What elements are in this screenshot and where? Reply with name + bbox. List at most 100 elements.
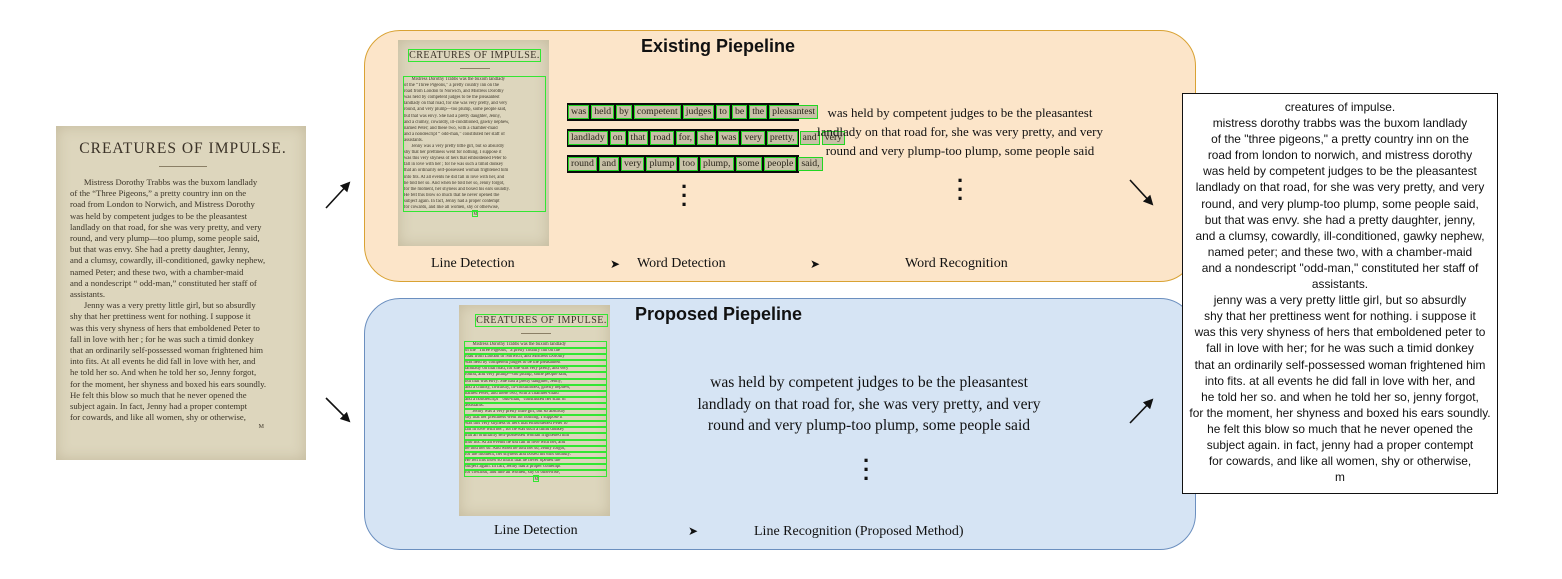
document-line: but that was envy. She had a pretty daug…: [404, 113, 501, 119]
detected-word: too: [679, 157, 698, 171]
document-line: He felt this blow so much that he never …: [464, 456, 607, 465]
recognized-line: was held by competent judges to be the p…: [710, 374, 1028, 391]
line-detection-thumbnail-proposed: CREATURES OF IMPULSE. Mistress Dorothy T…: [459, 305, 610, 516]
detected-line-boxes: Mistress Dorothy Trabbs was the buxom la…: [403, 75, 546, 213]
detected-word: was: [567, 105, 590, 119]
document-line: He felt this blow so much that he never …: [70, 389, 247, 400]
output-line: into fits. at all events he did fall in …: [1204, 373, 1476, 388]
document-line: road from London to Norwich, and Mistres…: [404, 89, 504, 95]
document-line: landlady on that road, for she was very …: [464, 365, 607, 374]
input-document-image: CREATURES OF IMPULSE. Mistress Dorothy T…: [56, 126, 306, 460]
vertical-ellipsis-icon: ...: [680, 168, 688, 211]
detected-word: on: [609, 131, 626, 145]
detected-word: very: [821, 131, 846, 145]
detected-word: and: [799, 131, 820, 145]
document-line: Jenny was a very pretty little girl, but…: [411, 144, 505, 150]
document-line: was held by competent judges to be the p…: [70, 210, 248, 221]
diagonal-arrow-icon: [1129, 179, 1154, 206]
existing-pipeline-title: Existing Piepeline: [641, 36, 796, 56]
document-line: subject again. In fact, Jenny had a prop…: [404, 198, 500, 204]
output-line: jenny was a very pretty little girl, but…: [1213, 293, 1467, 308]
output-line: but that was envy. she had a pretty daug…: [1204, 212, 1476, 227]
document-lines: Mistress Dorothy Trabbs was the buxom la…: [70, 177, 296, 423]
output-line: fall in love with her; for he was such a…: [1206, 341, 1474, 356]
document-line: Mistress Dorothy Trabbs was the buxom la…: [411, 77, 506, 82]
document-line: for cowards, and like all women, shy or …: [404, 204, 499, 210]
document-line: named Peter; and these two, with a chamb…: [70, 266, 244, 277]
document-line: assistants.: [70, 289, 105, 300]
document-line: and a clumsy, cowardly, ill-conditioned,…: [70, 255, 266, 266]
proposed-pipeline-title: Proposed Piepeline: [635, 304, 803, 324]
page-number: M: [472, 210, 478, 218]
output-line: named peter; and these two, with a chamb…: [1207, 244, 1473, 259]
document-line: and a clumsy, cowardly, ill-conditioned,…: [404, 119, 510, 125]
document-line: he told her so. And when he told her so,…: [464, 444, 607, 453]
page-number: M: [258, 424, 264, 431]
document-line: was this very shyness of hers that embol…: [464, 420, 607, 429]
document-line: into fits. At all events he did fall in …: [464, 438, 607, 447]
document-line: subject again. In fact, Jenny had a prop…: [464, 462, 607, 471]
document-line: for the moment, her shyness and boxed hi…: [404, 186, 510, 192]
page-number: M: [533, 475, 539, 483]
document-line: Mistress Dorothy Trabbs was the buxom la…: [464, 340, 607, 350]
document-line: was held by competent judges to be the p…: [404, 95, 500, 101]
document-line: was this very shyness of hers that embol…: [404, 156, 507, 162]
stage-label-word-recognition: Word Recognition: [905, 256, 1008, 271]
line-detection-thumbnail-existing: CREATURES OF IMPULSE. Mistress Dorothy T…: [398, 40, 549, 246]
document-line: assistants.: [404, 137, 423, 143]
output-line: for cowards, and like all women, shy or …: [1208, 454, 1472, 469]
output-line: landlady on that road, for she was very …: [1195, 180, 1485, 195]
detected-word: people: [764, 157, 797, 171]
document-line: for the moment, her shyness and boxed hi…: [70, 378, 267, 389]
document-line: round, and very plump—too plump, some pe…: [70, 233, 260, 244]
output-line: subject again. in fact, jenny had a prop…: [1206, 437, 1474, 452]
output-line: shy that her prettiness went for nothing…: [1204, 309, 1476, 324]
recognized-text-output: creatures of impulse.mistress dorothy tr…: [1182, 93, 1498, 494]
detected-word: round: [568, 157, 597, 171]
detected-word: competent: [633, 105, 681, 119]
document-line: was this very shyness of hers that embol…: [70, 322, 260, 333]
document-line: and a clumsy, cowardly, ill-conditioned,…: [464, 383, 607, 392]
document-line: for cowards, and like all women, shy or …: [70, 412, 246, 423]
document-line: and a nondescript “ odd-man,” constitute…: [70, 277, 257, 288]
output-line: and a nondescript "odd-man," constituted…: [1201, 260, 1479, 275]
document-title: CREATURES OF IMPULSE.: [79, 140, 287, 157]
document-line: fall in love with her ; for he was such …: [464, 426, 607, 435]
document-line: landlady on that road, for she was very …: [404, 101, 508, 107]
output-line: for the moment, her shyness and boxed hi…: [1189, 405, 1491, 420]
thumbnail-title: CREATURES OF IMPULSE.: [475, 314, 608, 327]
output-line: creatures of impulse.: [1284, 100, 1396, 114]
detected-word: said,: [798, 157, 823, 171]
document-line: into fits. At all events he did fall in …: [70, 356, 256, 367]
detected-word: judges: [682, 105, 715, 119]
stage-label-line-recognition: Line Recognition (Proposed Method): [754, 524, 964, 539]
detected-word: the: [749, 105, 768, 119]
recognized-line: landlady on that road for, she was very …: [697, 395, 1041, 413]
detected-word: to: [716, 105, 730, 119]
document-line: was held by competent judges to be the p…: [464, 359, 607, 368]
document-line: of the “Three Pigeons,” a pretty country…: [464, 347, 607, 356]
document-line: named Peter; and these two, with a chamb…: [404, 125, 498, 131]
recognized-line: round and very plump-too plump, some peo…: [707, 417, 1031, 434]
document-line: Mistress Dorothy Trabbs was the buxom la…: [83, 177, 258, 187]
document-line: for cowards, and like all women, shy or …: [464, 468, 607, 478]
document-line: He felt this blow so much that he never …: [404, 192, 500, 198]
recognized-line: landlady on that road for, she was very …: [817, 124, 1103, 139]
document-line: he told her so. And when he told her so,…: [70, 367, 257, 378]
diagonal-arrow-icon: [325, 181, 351, 209]
detected-word: plump: [646, 157, 678, 171]
document-line: that an ordinarily self-possessed woman …: [404, 168, 509, 174]
vertical-ellipsis-icon: ...: [862, 442, 870, 485]
output-line: assistants.: [1311, 277, 1369, 292]
output-line: and a clumsy, cowardly, ill-conditioned,…: [1195, 228, 1485, 243]
arrowhead-icon: ➤: [688, 524, 699, 538]
document-line: of the “Three Pigeons,” a pretty country…: [70, 188, 247, 199]
detected-word: for,: [675, 131, 696, 145]
output-line: road from london to norwich, and mistres…: [1207, 148, 1473, 163]
output-line: that an ordinarily self-possessed woman …: [1194, 357, 1486, 372]
thumbnail-title: CREATURES OF IMPULSE.: [408, 49, 541, 62]
